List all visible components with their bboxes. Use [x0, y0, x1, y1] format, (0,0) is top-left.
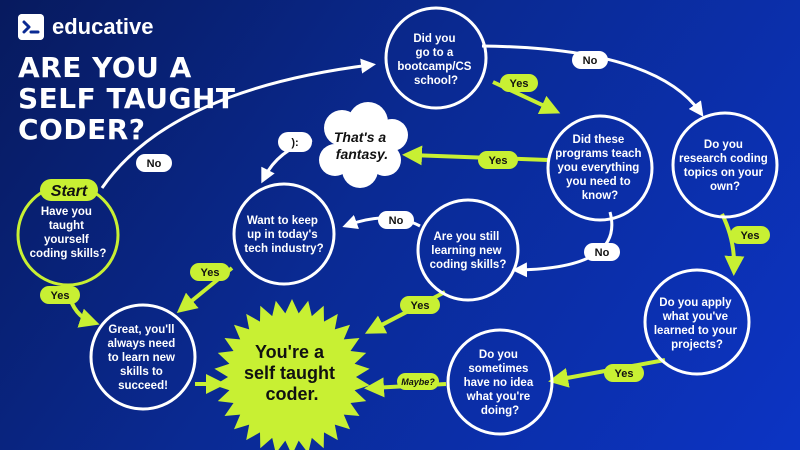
node-apply: Do you apply what you've learned to your… [643, 268, 751, 376]
svg-text:Do you research coding: Do you research coding topics on your ow… [679, 139, 771, 193]
sad-face-badge: ): [278, 132, 312, 152]
node-still-learning: Are you still learning new coding skills… [416, 198, 520, 302]
svg-text:Are you still learning: Are you still learning new coding skills… [430, 231, 507, 271]
svg-text:Have you taught: Have you taught yourself coding skills? [30, 206, 107, 260]
arrow-bootcamp-to-research [481, 44, 704, 117]
svg-text:):: ): [291, 137, 298, 149]
fantasy-cloud: That's a fantasy. [319, 102, 408, 188]
node-bootcamp: Did you go to a bootcamp/CS school? [384, 6, 488, 110]
start-badge: Start [40, 179, 98, 201]
svg-text:No: No [389, 215, 404, 227]
label-bootcamp-no: No [572, 51, 608, 69]
label-sometimes-maybe: Maybe? [397, 373, 439, 390]
educative-logo: educative [18, 14, 154, 40]
node-taught-yourself: Have you taught yourself coding skills? [16, 183, 120, 287]
node-programs-teach: Did these programs teach you everything … [546, 114, 654, 222]
label-keepup-yes: Yes [190, 263, 230, 281]
svg-text:Do you sometimes: Do you sometimes have no idea what you'r… [464, 349, 537, 417]
svg-text:Did you go to a: Did you go to a bootcamp/CS school? [397, 33, 474, 87]
svg-text:Start: Start [51, 183, 88, 200]
label-programs-no: No [584, 243, 620, 261]
svg-text:That's a fantasy.: That's a fantasy. [334, 129, 390, 162]
svg-text:Yes: Yes [489, 155, 508, 167]
node-research: Do you research coding topics on your ow… [671, 111, 779, 219]
node-great: Great, you'll always need to learn new s… [89, 303, 197, 411]
label-bootcamp-yes: Yes [500, 74, 538, 92]
svg-text:Do you apply what you': Do you apply what you've learned to your… [654, 297, 740, 351]
svg-text:Yes: Yes [615, 368, 634, 380]
node-keep-up: Want to keep up in today's tech industry… [232, 182, 336, 286]
svg-text:Want to keep up in tod: Want to keep up in today's tech industry… [244, 215, 323, 255]
arrow-research-to-apply [720, 213, 745, 276]
svg-text:Maybe?: Maybe? [401, 377, 435, 387]
brand-name: educative [52, 14, 154, 39]
page-title: Are you a self taught coder? [18, 51, 236, 146]
label-apply-yes: Yes [604, 364, 644, 382]
svg-text:Yes: Yes [201, 267, 220, 279]
svg-text:No: No [583, 55, 598, 67]
svg-text:No: No [595, 247, 610, 259]
terminal-icon [18, 14, 44, 40]
goal-starburst: You're a self taught coder. [214, 299, 370, 450]
svg-text:No: No [147, 158, 162, 170]
svg-text:Yes: Yes [741, 230, 760, 242]
arrow-start-to-bootcamp [100, 58, 376, 189]
svg-text:You're a self taught: You're a self taught coder. [244, 342, 340, 404]
node-sometimes-no-idea: Do you sometimes have no idea what you'r… [446, 328, 554, 436]
svg-text:Yes: Yes [51, 290, 70, 302]
label-research-yes: Yes [730, 226, 770, 244]
label-programs-yes: Yes [478, 151, 518, 169]
svg-text:Yes: Yes [411, 300, 430, 312]
label-start-no: No [136, 154, 172, 172]
label-stilllearning-yes: Yes [400, 296, 440, 314]
label-stilllearning-no: No [378, 211, 414, 229]
label-start-yes: Yes [40, 286, 80, 304]
svg-text:Great, you'll always n: Great, you'll always need to learn new s… [108, 324, 179, 392]
svg-text:Yes: Yes [510, 78, 529, 90]
svg-text:Did these programs tea: Did these programs teach you everything … [555, 134, 644, 202]
